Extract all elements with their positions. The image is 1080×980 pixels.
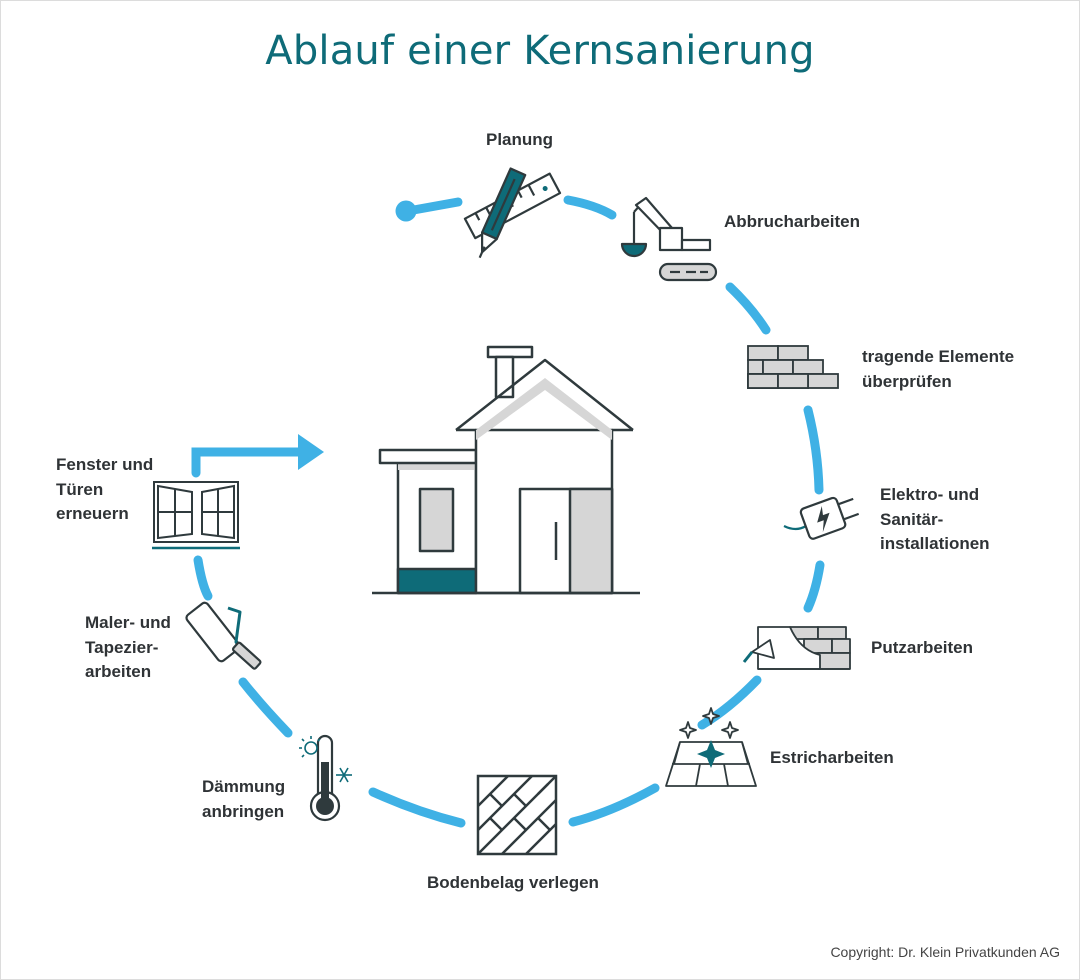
cycle-segment bbox=[803, 560, 825, 613]
cycle-segment bbox=[563, 195, 617, 220]
cycle-arrowhead bbox=[298, 434, 324, 470]
step-label-daemmung: Dämmung anbringen bbox=[202, 777, 286, 821]
cycle-segment bbox=[368, 787, 466, 828]
cycle-segment bbox=[193, 555, 213, 601]
cycle-start-dot bbox=[395, 200, 417, 222]
step-label-estrich: Estricharbeiten bbox=[770, 748, 894, 767]
paint-roller-icon bbox=[185, 601, 262, 670]
brick-wall-icon bbox=[747, 345, 839, 389]
parquet-floor-icon bbox=[476, 774, 558, 856]
cycle-segment bbox=[803, 405, 824, 495]
cycle-segment bbox=[725, 282, 771, 335]
cycle-segment bbox=[568, 783, 660, 827]
step-label-planung: Planung bbox=[486, 130, 554, 149]
step-label-abbruch: Abbrucharbeiten bbox=[724, 212, 861, 231]
cycle-segment bbox=[697, 675, 762, 730]
step-label-maler: Maler- und Tapezier- arbeiten bbox=[85, 613, 171, 681]
step-label-boden: Bodenbelag verlegen bbox=[427, 873, 599, 892]
cycle-segment bbox=[238, 677, 293, 738]
house-icon bbox=[372, 345, 640, 595]
step-label-fenster: Fenster und Türen erneuern bbox=[56, 455, 154, 523]
cycle-path bbox=[191, 195, 825, 828]
step-label-tragende: tragende Elemente überprüfen bbox=[862, 347, 1015, 391]
cycle-arrow-line bbox=[191, 447, 310, 478]
step-label-putz: Putzarbeiten bbox=[871, 638, 974, 657]
page-title: Ablauf einer Kernsanierung bbox=[265, 28, 815, 74]
ruler-pencil-icon bbox=[463, 167, 562, 259]
screed-floor-icon bbox=[665, 707, 757, 787]
plaster-trowel-icon bbox=[742, 626, 851, 670]
window-icon bbox=[152, 481, 240, 550]
thermometer-icon bbox=[299, 734, 352, 822]
copyright-note: Copyright: Dr. Klein Privatkunden AG bbox=[830, 944, 1060, 960]
step-label-elektro: Elektro- und Sanitär- installationen bbox=[880, 485, 990, 553]
excavator-icon bbox=[620, 196, 718, 282]
power-plug-icon bbox=[783, 496, 860, 540]
